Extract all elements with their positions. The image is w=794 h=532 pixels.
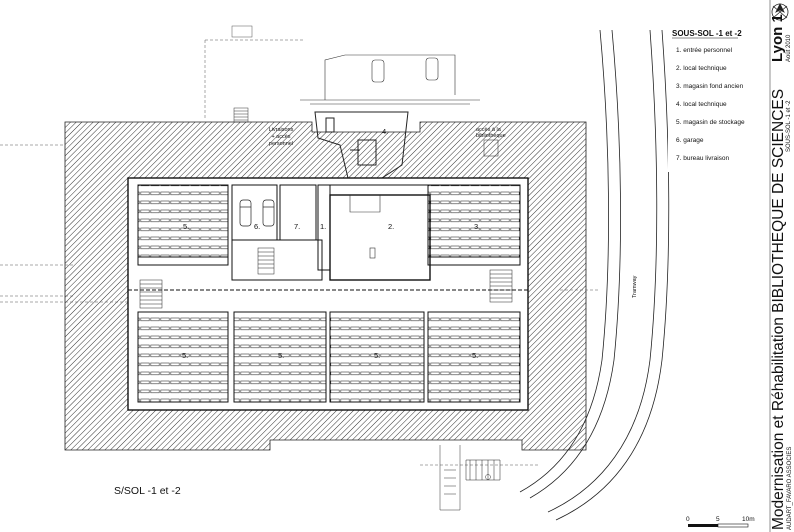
- legend-title: SOUS-SOL -1 et -2: [672, 29, 742, 38]
- acces-bib-label-2: bibliothèque: [476, 133, 506, 139]
- parking-block: [300, 54, 480, 105]
- room-label-5d: 5.: [374, 351, 380, 360]
- room-label-5e: 5.: [472, 351, 478, 360]
- scale-label-0: 0: [686, 516, 690, 523]
- lower-access-ramp: [439, 445, 491, 511]
- room-label-5a: 5.: [183, 222, 189, 231]
- architect-label: AUDART_FAVARO ASSOCIES: [787, 447, 793, 530]
- university-title: Lyon 1: [769, 14, 786, 62]
- legend-item-6: 6. garage: [676, 137, 704, 144]
- stair-icon: [139, 139, 513, 481]
- room-label-4: 4.: [382, 127, 388, 136]
- legend-item-7: 7. bureau livraison: [676, 155, 729, 162]
- room-label-5b: 5.: [182, 351, 188, 360]
- room-label-6: 6.: [254, 222, 260, 231]
- car-icon: [239, 199, 275, 227]
- legend-item-4: 4. local technique: [676, 101, 727, 108]
- room-label-5c: 5.: [278, 351, 284, 360]
- legend-item-2: 2. local technique: [676, 65, 727, 72]
- north-arrow-icon: [771, 3, 789, 21]
- acces-bib-label: accès à la: [476, 127, 502, 133]
- scale-bar: 0 5 10m: [686, 516, 755, 528]
- room-label-3: 3.: [474, 222, 480, 231]
- project-title: Modernisation et Réhabilitation BIBLIOTH…: [770, 89, 787, 530]
- tramway-label: Tramway: [632, 275, 638, 298]
- room-2-interior: [349, 195, 381, 259]
- upper-parking-area: [0, 25, 305, 146]
- tramway: [519, 29, 670, 521]
- level-label: SOUS-SOL -1 et -2: [786, 100, 792, 152]
- room-label-2: 2.: [388, 222, 394, 231]
- plan-label: S/SOL -1 et -2: [114, 485, 181, 497]
- upper-left-steps: [233, 107, 249, 123]
- livraisons-label-2: + accès: [271, 134, 290, 140]
- livraisons-label-3: personnel: [269, 141, 293, 147]
- date-label: Août 2010: [786, 34, 792, 62]
- legend-item-1: 1. entrée personnel: [676, 47, 733, 54]
- legend-frame: [668, 26, 768, 172]
- room-label-7: 7.: [294, 222, 300, 231]
- legend-item-5: 5. magasin de stockage: [676, 119, 745, 126]
- legend-item-3: 3. magasin fond ancien: [676, 83, 744, 90]
- shelving: [137, 184, 521, 403]
- scale-label-5: 5: [716, 516, 720, 523]
- room-label-1: 1.: [320, 222, 326, 231]
- scale-label-10: 10m: [742, 516, 755, 523]
- livraisons-label: Livraisons: [269, 127, 294, 133]
